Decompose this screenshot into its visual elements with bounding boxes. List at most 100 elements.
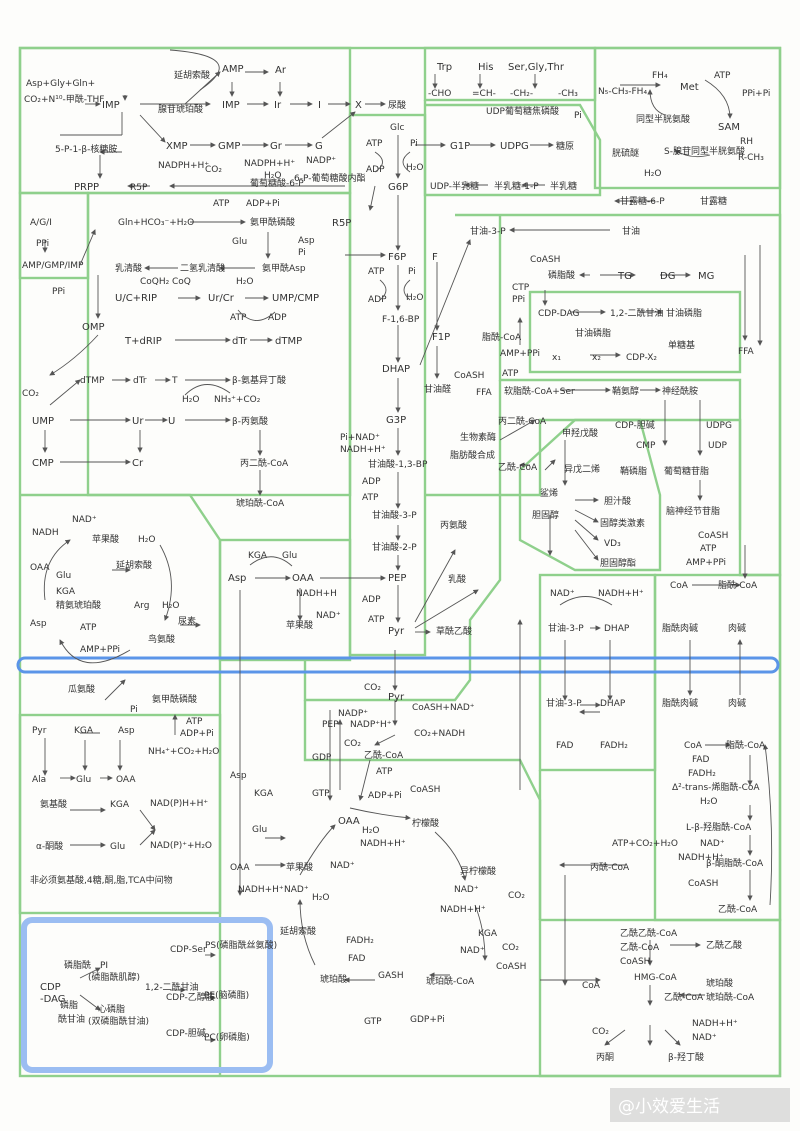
label: 甘油磷脂 (666, 307, 702, 319)
box-methionine (593, 46, 782, 190)
box-purine (18, 46, 352, 195)
label: UDP-半乳糖 (430, 180, 479, 192)
label: IMP (102, 100, 120, 111)
label: PC(卵磷脂) (204, 1031, 250, 1043)
label: Pi (574, 111, 582, 121)
cycle-arcs (80, 49, 613, 734)
label: CDP-X₂ (626, 353, 657, 363)
label: 脂酰肉碱 (662, 697, 698, 709)
label: FADH₂ (600, 741, 628, 751)
label: Pyr (388, 692, 405, 703)
label: Δ²-trans-烯脂酰-CoA (672, 781, 760, 793)
label: 肉碱 (728, 697, 746, 709)
label: 苹果酸 (286, 619, 313, 631)
label: 1,2-二酰甘油 (610, 307, 664, 319)
label: 胱硫醚 (612, 147, 639, 159)
label: Glu (110, 842, 125, 852)
label: NAD⁺ (460, 946, 485, 956)
label: Gln+HCO₃⁻+H₂O (118, 218, 194, 228)
box-ketone (538, 918, 782, 1078)
label: ADP+Pi (368, 791, 402, 801)
label: Glu (56, 571, 71, 581)
label: H₂O (138, 535, 155, 545)
label: 固醇类激素 (600, 517, 645, 529)
label: NADH+H⁺ (238, 885, 284, 895)
label: H₂O (162, 601, 179, 611)
label: CoASH (530, 255, 560, 265)
label: α-酮酸 (36, 841, 63, 852)
label: GASH (378, 971, 404, 981)
label: 脂酰-CoA (726, 739, 766, 751)
label: Glc (390, 123, 404, 133)
label: UMP (32, 416, 54, 427)
label: NADP⁺H⁺ (350, 720, 392, 730)
label: 肉碱 (728, 622, 746, 634)
label: CMP (636, 441, 656, 451)
label: Arg (134, 601, 149, 611)
label: ADP (368, 295, 387, 305)
label: NH₄⁺+CO₂+H₂O (148, 747, 219, 757)
label: 瓜氨酸 (68, 683, 95, 695)
label: dTMP (80, 376, 105, 386)
label: ATP (186, 717, 203, 727)
label: NADH+H⁺ (360, 839, 406, 849)
label: NAD⁺ (700, 839, 725, 849)
label: Gr (270, 141, 283, 152)
box-transamination-upper (218, 538, 352, 662)
label: H₂O (406, 293, 423, 303)
label: R-CH₃ (738, 153, 764, 163)
label: UMP/CMP (272, 293, 319, 304)
label: =CH- (472, 89, 496, 99)
label: NADH (32, 528, 59, 538)
label: UDPG (706, 421, 732, 431)
label: ADP (362, 477, 381, 487)
label: 磷脂酰 (64, 959, 91, 971)
label: 甘露糖 (700, 195, 727, 207)
label: H₂O (236, 277, 253, 287)
label: 精氨琥珀酸 (56, 599, 101, 611)
label: GTP (312, 789, 330, 799)
label: -CH₃ (558, 89, 578, 99)
label: CDP-胆碱 (615, 420, 655, 431)
label: 乳清酸 (115, 262, 142, 274)
label: SAM (718, 122, 740, 133)
label: KGA (254, 789, 274, 799)
label: L-β-羟脂酰-CoA (686, 821, 752, 833)
label: ADP (268, 313, 287, 323)
label: CoASH (620, 957, 650, 967)
label: 丙酮 (596, 1052, 614, 1063)
label: PPi (36, 239, 49, 249)
label: Pi (130, 705, 138, 715)
label: 甲羟戊酸 (562, 427, 598, 439)
label: F1P (432, 332, 450, 343)
label: 鞘氨醇 (612, 385, 639, 397)
box-pyruvate (425, 493, 502, 660)
label: 生物素酶 (460, 431, 496, 443)
label: H₂O (312, 893, 329, 903)
pathway-labels: Asp+Gly+Gln+ CO₂+N¹⁰-甲酰-THF IMP 5-P-1-β-… (22, 62, 770, 1063)
label: His (478, 62, 494, 73)
label: PE(脑磷脂) (204, 989, 249, 1001)
label: 神经酰胺 (662, 385, 698, 397)
label: 鞘磷脂 (620, 465, 647, 477)
label: H₂O (182, 395, 199, 405)
label: FADH₂ (688, 769, 716, 779)
label: NADH+H (296, 589, 337, 599)
label: Trp (436, 62, 452, 73)
label: 延胡索酸 (280, 925, 316, 937)
label: T+dRIP (124, 336, 162, 347)
label: Asp+Gly+Gln+ (26, 79, 95, 89)
label: (磷脂酰肌醇) (88, 971, 140, 983)
label: KGA (110, 800, 130, 810)
label: -DAG (40, 994, 66, 1005)
label: Pi+NAD⁺ (340, 433, 380, 443)
label: 尿素 (178, 615, 196, 627)
label: OAA (116, 775, 136, 785)
label: U (168, 416, 175, 427)
label: OAA (230, 863, 250, 873)
label: Ur (132, 416, 144, 427)
label: AMP (222, 64, 244, 75)
label: 同型半胱氨酸 (636, 113, 690, 125)
label: 脑神经节苷脂 (666, 505, 720, 517)
